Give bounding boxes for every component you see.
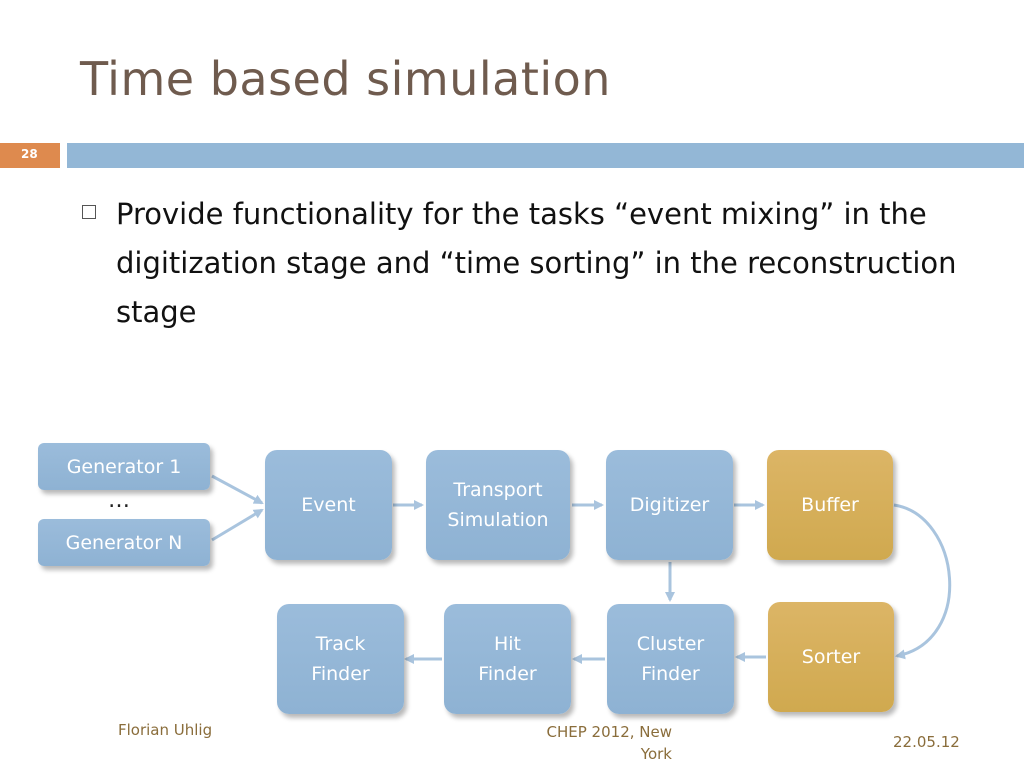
slide-title: Time based simulation xyxy=(80,52,611,106)
page-number: 28 xyxy=(21,147,38,161)
footer-date: 22.05.12 xyxy=(893,733,960,751)
arrow-genn-event xyxy=(211,508,264,542)
header-rule xyxy=(67,143,1024,168)
buffer-node: Buffer xyxy=(767,450,893,560)
track-finder-node: Track Finder xyxy=(277,604,404,714)
footer-author: Florian Uhlig xyxy=(118,721,213,739)
page-number-badge: 28 xyxy=(0,143,60,168)
event-node: Event xyxy=(265,450,392,560)
generator-ellipsis: … xyxy=(108,488,130,513)
bullet-square-icon xyxy=(82,205,96,219)
generator-n-node: Generator N xyxy=(38,519,210,566)
arrow-gen1-event xyxy=(211,474,264,505)
arrow-buffer-sorter xyxy=(893,503,952,660)
hit-finder-node: Hit Finder xyxy=(444,604,571,714)
sorter-node: Sorter xyxy=(768,602,894,712)
cluster-finder-node: Cluster Finder xyxy=(607,604,734,714)
digitizer-node: Digitizer xyxy=(606,450,733,560)
transport-simulation-node: Transport Simulation xyxy=(426,450,570,560)
generator-1-node: Generator 1 xyxy=(38,443,210,490)
bullet-text: Provide functionality for the tasks “eve… xyxy=(116,197,957,329)
footer-conference: CHEP 2012, New York xyxy=(546,723,672,763)
